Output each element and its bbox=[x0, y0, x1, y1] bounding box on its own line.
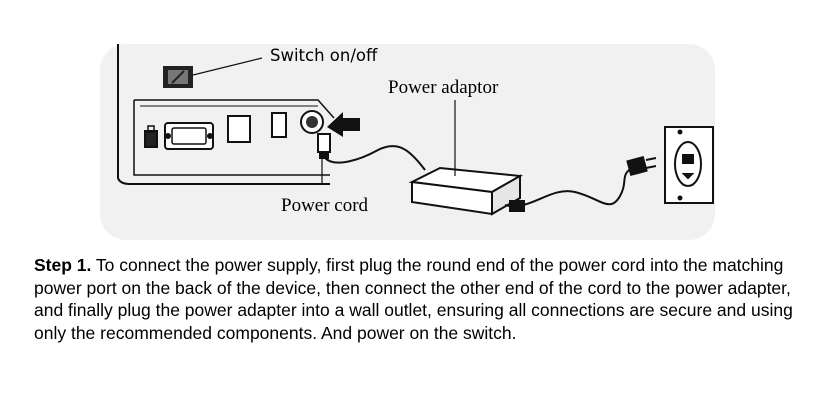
insert-arrow-icon bbox=[327, 112, 360, 137]
printer-device bbox=[117, 44, 335, 185]
adapter-cable bbox=[504, 167, 633, 212]
step-label: Step 1. bbox=[34, 255, 92, 275]
rear-ports bbox=[144, 112, 287, 150]
adaptor-label: Power adaptor bbox=[388, 77, 499, 98]
power-adapter bbox=[408, 166, 524, 216]
step-text: To connect the power supply, first plug … bbox=[34, 255, 793, 343]
wall-plug bbox=[626, 155, 657, 177]
power-port-icon bbox=[300, 110, 324, 134]
power-switch-icon bbox=[163, 66, 193, 88]
wall-outlet-icon bbox=[664, 126, 714, 204]
cord-label: Power cord bbox=[281, 195, 369, 216]
step-instructions: Step 1. To connect the power supply, fir… bbox=[34, 254, 824, 344]
callout-leaders bbox=[192, 57, 456, 185]
power-connection-diagram: Switch on/off Power adaptor Power cord bbox=[100, 44, 715, 240]
power-cord bbox=[317, 133, 426, 171]
switch-label: Switch on/off bbox=[270, 46, 378, 65]
